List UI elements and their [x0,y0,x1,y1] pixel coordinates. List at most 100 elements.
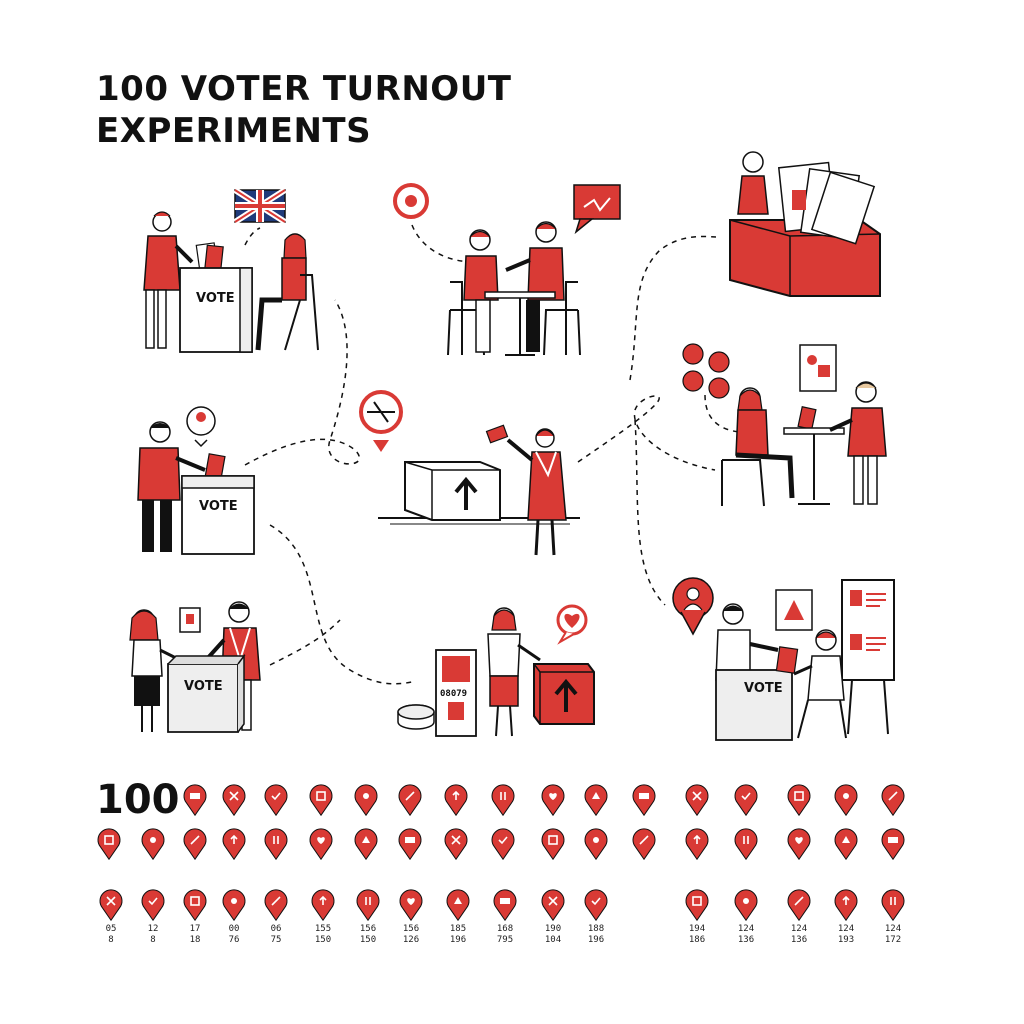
page-title: 100 VOTER TURNOUT EXPERIMENTS [96,68,512,152]
pin-label: 8 [108,935,113,945]
scene-registration-desk: VOTE [143,187,319,353]
map-pin-icon [356,889,380,922]
map-pin-icon [222,828,246,861]
pin-label: 156 [403,924,419,934]
pin-label: 75 [271,935,282,945]
connector-6 [634,419,666,606]
scene-vote-box-official: VOTE [129,601,261,733]
map-pin-icon [398,784,422,817]
pin-label: 76 [229,935,240,945]
pin-label: 05 [106,924,117,934]
map-pin-icon [834,889,858,922]
pin-label: 00 [229,924,240,934]
map-pin-icon [541,784,565,817]
pin-label: 155 [315,924,331,934]
connector-3 [269,619,341,666]
map-pin-icon [311,889,335,922]
connector-8 [244,227,261,246]
pin-label: 186 [689,935,705,945]
map-pin-icon [834,784,858,817]
map-pin-icon [881,784,905,817]
scene-canvassing-table [393,183,621,356]
scene-voter-info-board: VOTE [672,577,895,741]
map-pin-icon [183,889,207,922]
title-line-2: EXPERIMENTS [96,111,372,151]
map-pin-icon [632,828,656,861]
pin-label: 18 [190,935,201,945]
pin-label: 126 [403,935,419,945]
map-pin-icon [491,784,515,817]
map-pin-icon [787,784,811,817]
scene-ballot-poster: 08079 [397,604,595,737]
connector-7 [411,224,471,263]
scene-poll-worker-conversation [682,343,887,507]
pin-label: 124 [738,924,754,934]
pin-label: 190 [545,924,561,934]
title-line-1: 100 VOTER TURNOUT [96,69,512,109]
vote-label-3: VOTE [184,679,223,694]
map-pin-icon [734,784,758,817]
pin-label: 124 [885,924,901,934]
map-pin-icon [399,889,423,922]
map-pin-icon [493,889,517,922]
poster-icon [799,344,837,392]
pin-label: 104 [545,935,561,945]
vote-label-2: VOTE [199,499,238,514]
pin-label: 17 [190,924,201,934]
person-pin-icon [672,577,714,636]
map-pin-icon [632,784,656,817]
map-pin-icon [141,889,165,922]
map-pin-icon [183,828,207,861]
pin-label: 196 [588,935,604,945]
map-pin-icon [141,828,165,861]
connector-9 [704,394,741,433]
pin-label: 150 [360,935,376,945]
map-pin-icon [834,828,858,861]
map-pin-icon [685,889,709,922]
map-pin-icon [584,828,608,861]
map-pin-icon [541,828,565,861]
pin-label: 8 [150,935,155,945]
map-pin-icon [264,828,288,861]
vote-label-1: VOTE [196,291,235,306]
pin-label: 124 [838,924,854,934]
map-pin-icon [309,828,333,861]
pin-label: 193 [838,935,854,945]
map-pin-icon [183,784,207,817]
experiment-pin-legend: 0581281718007606751551501561501561261851… [97,784,905,945]
pin-label: 172 [885,935,901,945]
map-pin-icon [222,784,246,817]
pin-label: 124 [791,924,807,934]
map-pin-icon [222,889,246,922]
map-pin-icon [685,828,709,861]
pin-label: 12 [148,924,159,934]
map-pin-icon [491,828,515,861]
connector-5 [629,235,717,381]
pin-label: 185 [450,924,466,934]
connector-4 [577,395,716,471]
connector-1 [244,299,361,466]
map-pin-icon [734,828,758,861]
map-pin-icon [881,828,905,861]
map-pin-icon [446,889,470,922]
map-pin-icon [881,889,905,922]
connector-2 [269,524,413,685]
map-pin-icon [354,828,378,861]
map-pin-icon [584,784,608,817]
map-pin-icon [734,889,758,922]
pin-label: 156 [360,924,376,934]
map-pin-icon [264,784,288,817]
pin-label: 795 [497,935,513,945]
union-jack-flag-icon [233,187,287,225]
poster-code: 08079 [440,689,467,699]
vote-label-4: VOTE [744,681,783,696]
location-pin-icon [186,406,216,448]
pin-label: 136 [738,935,754,945]
map-pin-icon [541,889,565,922]
pin-label: 150 [315,935,331,945]
map-pin-icon [787,828,811,861]
map-pin-icon [264,889,288,922]
map-pin-icon [787,889,811,922]
